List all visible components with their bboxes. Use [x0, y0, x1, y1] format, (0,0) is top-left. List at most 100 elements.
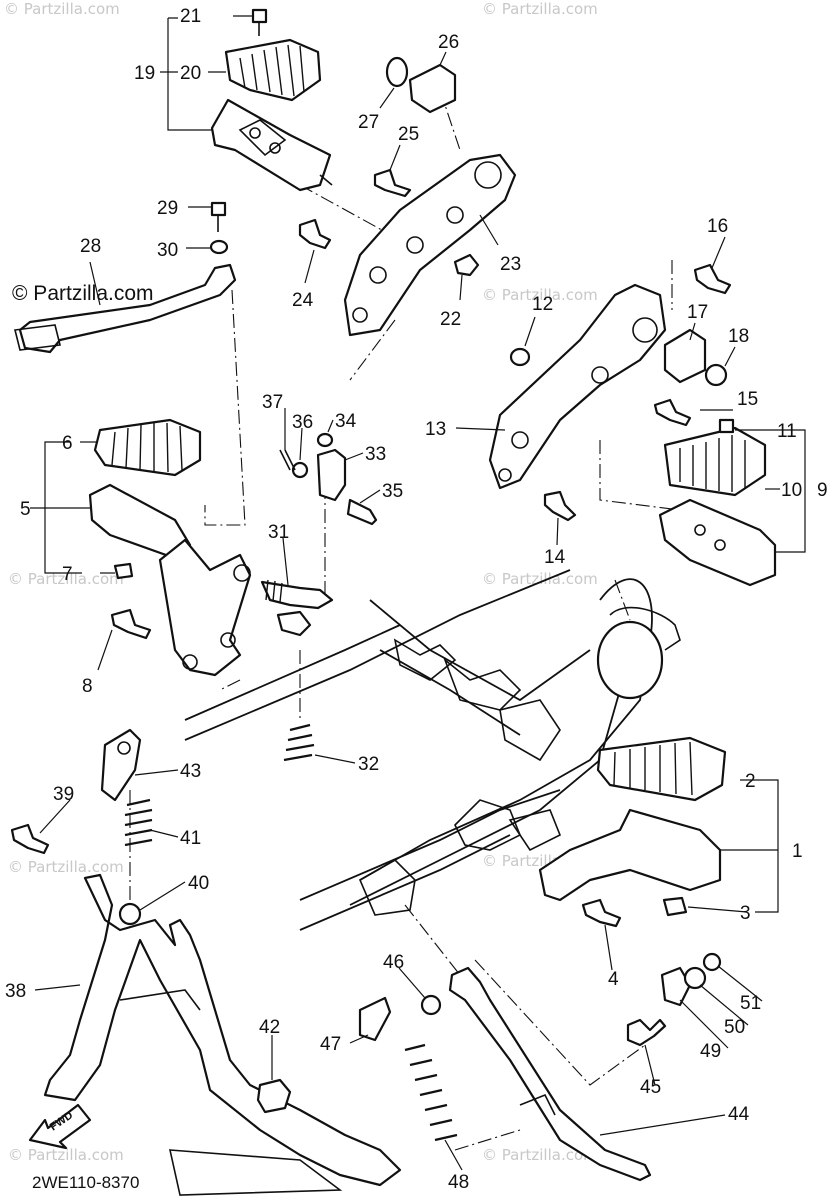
assembly-lines — [129, 89, 681, 1151]
shift-pedal-28 — [18, 263, 237, 354]
callout-5: 5 — [20, 499, 31, 520]
callout-44: 44 — [728, 1104, 750, 1125]
side-stand-assy — [358, 952, 722, 1182]
spring-48 — [404, 1043, 458, 1142]
callout-12: 12 — [532, 294, 553, 315]
watermarks: © Partzilla.com © Partzilla.com © Partzi… — [4, 0, 598, 1164]
callout-35: 35 — [382, 481, 403, 502]
callout-38: 38 — [5, 981, 26, 1002]
joint-33 — [316, 448, 347, 502]
callout-15: 15 — [737, 389, 758, 410]
nut-46 — [420, 994, 442, 1016]
callout-45: 45 — [640, 1077, 661, 1098]
callout-32: 32 — [358, 754, 379, 775]
bolt-14 — [543, 490, 577, 522]
callout-41: 41 — [180, 828, 201, 849]
callout-48: 48 — [448, 1172, 469, 1193]
callout-42: 42 — [259, 1017, 280, 1038]
nut-34 — [316, 432, 334, 448]
brand-text: © Partzilla.com — [12, 282, 154, 305]
callout-11: 11 — [777, 421, 797, 442]
footrest-rubber-20 — [224, 38, 322, 102]
callout-21: 21 — [180, 6, 201, 27]
callout-29: 29 — [157, 198, 178, 219]
bushing-17 — [663, 328, 707, 384]
callout-4: 4 — [608, 969, 619, 990]
callout-numbers: 21 19 20 26 27 25 23 22 24 29 30 28 16 1… — [5, 6, 828, 1193]
bracket-13 — [488, 283, 667, 490]
callout-22: 22 — [440, 309, 461, 330]
spring-32 — [283, 723, 315, 762]
callout-23: 23 — [500, 254, 521, 275]
footrest-bracket-1 — [538, 808, 722, 902]
bolt-24 — [298, 218, 332, 250]
watermark-bottom-right: © Partzilla.com — [482, 1146, 598, 1164]
watermark-mid-right: © Partzilla.com — [482, 570, 598, 588]
bolt-29 — [210, 201, 227, 217]
callout-36: 36 — [292, 412, 313, 433]
callout-49: 49 — [700, 1041, 721, 1062]
callout-2: 2 — [745, 771, 756, 792]
lower-right-footrest-assy — [538, 736, 727, 928]
callout-3: 3 — [740, 903, 751, 924]
stopper-42 — [256, 1078, 292, 1114]
fwd-arrow-icon — [28, 1103, 92, 1150]
bolt-39 — [10, 823, 50, 855]
bracket-plate — [158, 538, 252, 677]
center-stand-38 — [43, 873, 402, 1187]
diagram-code: 2WE110-8370 — [32, 1173, 139, 1192]
footrest-bracket-9 — [658, 498, 777, 587]
callout-47: 47 — [320, 1034, 341, 1055]
callout-30: 30 — [157, 240, 178, 261]
bracket-23 — [343, 153, 517, 337]
callout-31: 31 — [268, 522, 289, 543]
pin-37 — [279, 449, 296, 471]
watermark-lower-left: © Partzilla.com — [8, 858, 124, 876]
collar-27 — [385, 56, 409, 88]
callout-18: 18 — [728, 326, 749, 347]
watermark-top-left: © Partzilla.com — [4, 0, 120, 18]
watermark-top-right: © Partzilla.com — [482, 0, 598, 18]
collar-18 — [704, 363, 728, 387]
shift-linkage — [260, 432, 378, 762]
nut-3 — [662, 896, 688, 917]
callout-26: 26 — [438, 32, 459, 53]
watermark-mid-left: © Partzilla.com — [8, 570, 124, 588]
callout-43: 43 — [180, 761, 201, 782]
callout-24: 24 — [292, 290, 314, 311]
callout-7: 7 — [62, 564, 73, 585]
callout-40: 40 — [188, 873, 209, 894]
callout-6: 6 — [62, 433, 73, 454]
bolt-25 — [373, 168, 412, 198]
rear-bracket-assy — [298, 56, 517, 337]
collar-12 — [509, 347, 531, 367]
callout-14: 14 — [544, 547, 566, 568]
callout-16: 16 — [707, 216, 728, 237]
side-stand-44 — [448, 966, 652, 1182]
footrest-rubber-6 — [93, 418, 202, 477]
nut-7 — [113, 562, 134, 580]
footrest-rubber-10 — [663, 426, 767, 497]
leader-lines — [30, 15, 806, 1171]
washer-50 — [683, 966, 707, 990]
bolt-16 — [693, 263, 732, 295]
spring-41 — [124, 798, 153, 847]
bolt-4 — [581, 898, 622, 928]
nut-51 — [702, 952, 722, 972]
callout-27: 27 — [358, 112, 379, 133]
callout-13: 13 — [425, 419, 446, 440]
screw-21 — [251, 8, 268, 24]
right-footrest-assy — [488, 263, 777, 587]
callout-20: 20 — [180, 63, 201, 84]
callout-28: 28 — [80, 236, 101, 257]
bolt-45 — [626, 1018, 667, 1047]
footrest-rubber-2 — [596, 736, 727, 802]
left-footrest-assy — [88, 418, 252, 677]
arm-part — [276, 610, 312, 637]
plate-47 — [358, 996, 392, 1042]
bolt-15 — [653, 398, 692, 427]
watermark-bottom-left: © Partzilla.com — [8, 1146, 124, 1164]
screw-11 — [718, 418, 735, 434]
watermark-mid-right-upper: © Partzilla.com — [482, 286, 598, 304]
